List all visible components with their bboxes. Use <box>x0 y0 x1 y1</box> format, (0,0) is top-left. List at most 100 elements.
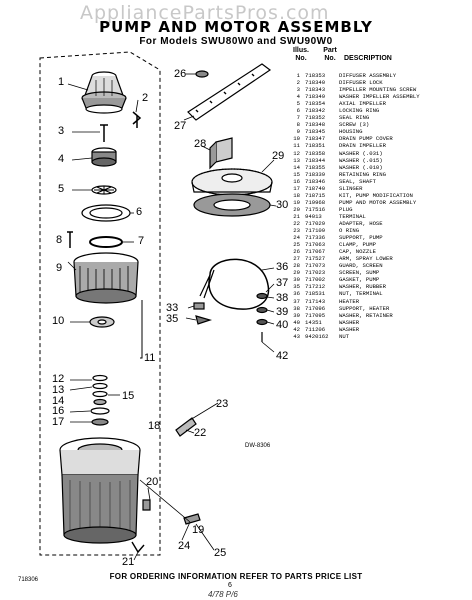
callout-17: 17 <box>52 416 65 428</box>
illus-number: 27 <box>293 255 300 263</box>
callout-37: 37 <box>276 277 289 289</box>
parts-table-row: 22 717029 ADAPTER, HOSE <box>288 220 472 227</box>
part-description: GUARD, SCREEN <box>339 262 383 270</box>
part-number: 718531 <box>305 290 326 298</box>
part-number: 718352 <box>305 114 326 122</box>
illus-number: 22 <box>293 219 300 227</box>
callout-16: 16 <box>52 405 65 417</box>
part-description: WASHER (.031) <box>339 149 383 157</box>
part-number: 718715 <box>305 191 326 199</box>
parts-table-row: 18 718715 KIT, PUMP MODIFICATION <box>288 192 472 199</box>
pump-clamp <box>183 513 201 525</box>
lower-spray-arm <box>187 63 272 121</box>
diagram-subtitle: For Models SWU80W0 and SWU90W0 <box>139 36 333 47</box>
illus-number: 30 <box>293 276 300 284</box>
callout-1: 1 <box>58 76 65 88</box>
callout-40: 40 <box>276 319 289 331</box>
part-description: SLINGER <box>339 184 363 192</box>
part-description: ADAPTER, HOSE <box>339 219 383 227</box>
assembly-outline <box>39 51 161 556</box>
illus-number: 14 <box>293 163 300 171</box>
part-number: 717212 <box>305 283 326 291</box>
part-description: WASHER (.015) <box>339 156 383 164</box>
part-description: WASHER (.010) <box>339 163 383 171</box>
screw <box>67 231 73 248</box>
illus-number: 11 <box>293 142 300 150</box>
part-number: 718348 <box>305 121 326 129</box>
part-number: 711206 <box>305 325 326 333</box>
part-description: SUPPORT, HEATER <box>339 304 390 312</box>
part-description: KIT, PUMP MODIFICATION <box>339 191 413 199</box>
illus-number: 8 <box>296 121 300 129</box>
washer-impeller-assembly <box>91 147 117 167</box>
part-number: 718342 <box>305 107 326 115</box>
callout-38: 38 <box>276 292 289 304</box>
callout-14: 14 <box>52 395 65 407</box>
illus-number: 20 <box>293 205 300 213</box>
callout-22: 22 <box>194 427 207 439</box>
callout-10: 10 <box>52 315 65 327</box>
pump-motor-assembly <box>59 437 141 544</box>
illus-number: 38 <box>293 304 300 312</box>
part-number: 718347 <box>305 135 326 143</box>
diffuser-assembly <box>81 71 127 114</box>
part-number: 717067 <box>305 248 326 256</box>
diffuser-lock <box>132 111 142 128</box>
part-number: 717002 <box>305 276 326 284</box>
part-number: 717143 <box>305 297 326 305</box>
illus-number: 42 <box>293 325 300 333</box>
part-description: DIFFUSER ASSEMBLY <box>339 72 397 79</box>
part-number: 717095 <box>305 311 326 319</box>
illus-number: 12 <box>293 149 300 157</box>
callout-12: 12 <box>52 373 65 385</box>
part-number: 14351 <box>305 318 322 326</box>
illus-number: 37 <box>293 297 300 305</box>
locking-ring <box>81 204 131 222</box>
callout-8: 8 <box>56 234 63 246</box>
part-description: AXIAL IMPELLER <box>339 100 386 108</box>
part-number: 717073 <box>305 262 326 270</box>
part-number: 717029 <box>305 219 326 227</box>
illus-number: 6 <box>296 107 300 115</box>
illus-number: 21 <box>293 212 300 220</box>
callout-11: 11 <box>144 352 156 364</box>
callout-33: 33 <box>166 302 179 314</box>
sump-screen <box>191 168 273 196</box>
part-number: 717516 <box>305 205 326 213</box>
header-description: DESCRIPTION <box>344 55 392 62</box>
callout-28: 28 <box>194 138 207 150</box>
callout-23: 23 <box>216 398 229 410</box>
part-description: DRAIN IMPELLER <box>339 142 386 150</box>
callout-19: 19 <box>192 524 205 536</box>
part-description: SEAL, SHAFT <box>339 177 376 185</box>
part-description: SUPPORT, PUMP <box>339 234 383 242</box>
illus-number: 26 <box>293 248 300 256</box>
part-description: SEAL RING <box>339 114 370 122</box>
illus-number: 24 <box>293 234 300 242</box>
drain-impeller-bracket <box>140 300 143 359</box>
part-description: CAP, NOZZLE <box>339 248 376 256</box>
callout-29: 29 <box>272 150 285 162</box>
nozzle-cap <box>195 70 209 78</box>
header-part-no: Part No. <box>323 47 337 62</box>
callout-42: 42 <box>276 350 289 362</box>
part-description: WASHER <box>339 318 360 326</box>
part-description: HOUSING <box>339 128 363 136</box>
part-number: 717096 <box>305 304 326 312</box>
illus-number: 17 <box>293 184 300 192</box>
part-number: 718358 <box>305 149 326 157</box>
illus-number: 9 <box>296 128 300 136</box>
handwritten-note: 4/78 P/6 <box>208 590 238 599</box>
illus-number: 18 <box>293 191 300 199</box>
